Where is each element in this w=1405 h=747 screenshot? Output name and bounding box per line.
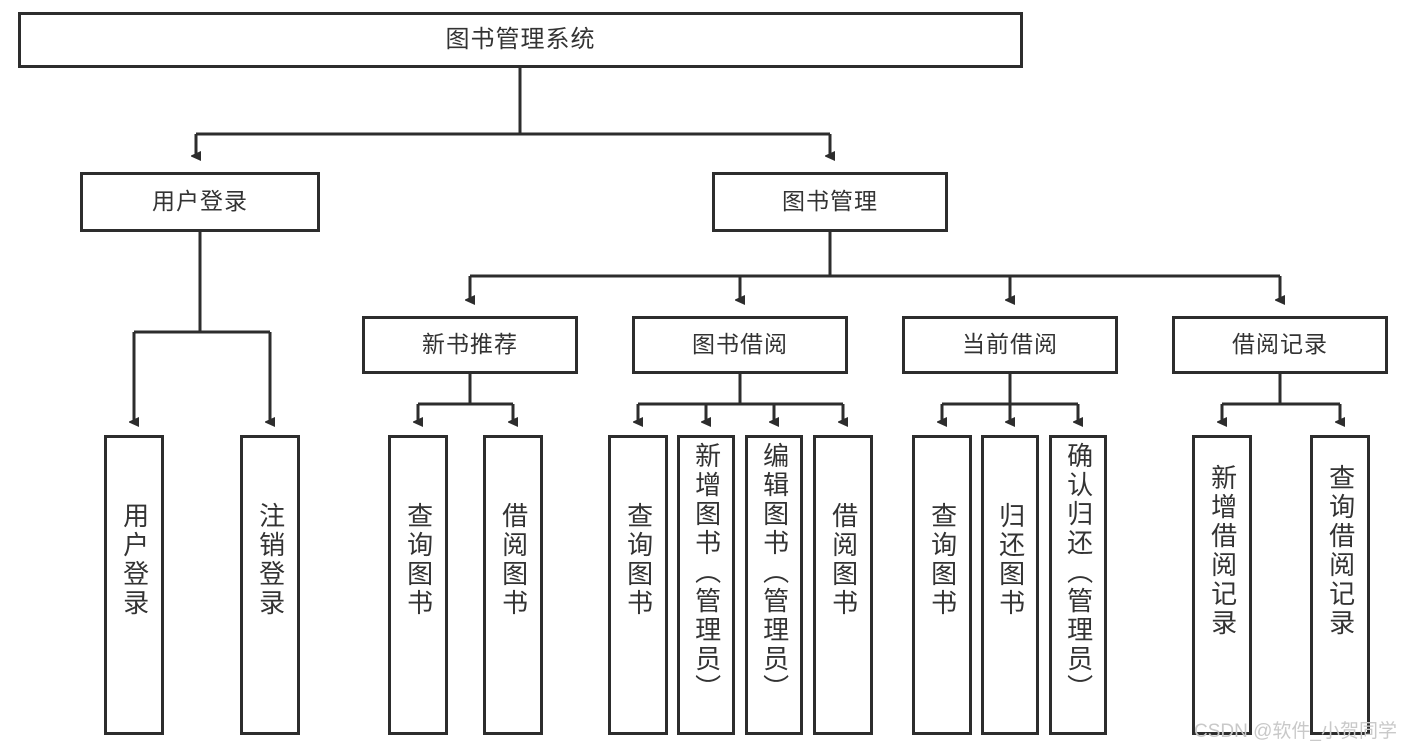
node-label: 查询图书 — [403, 502, 434, 618]
node-label: 编辑图书（管理员） — [759, 442, 790, 703]
leaf-logout[interactable]: 注销登录 — [240, 435, 300, 735]
node-new-book-recommendation[interactable]: 新书推荐 — [362, 316, 578, 374]
node-label: 借阅记录 — [1232, 331, 1328, 358]
leaf-add-book-admin[interactable]: 新增图书（管理员） — [677, 435, 735, 735]
leaf-user-login[interactable]: 用户登录 — [104, 435, 164, 735]
node-label: 查询图书 — [927, 502, 958, 618]
leaf-query-book-current[interactable]: 查询图书 — [912, 435, 972, 735]
node-label: 用户登录 — [152, 188, 248, 215]
node-label: 当前借阅 — [962, 331, 1058, 358]
leaf-edit-book-admin[interactable]: 编辑图书（管理员） — [745, 435, 803, 735]
node-label: 新书推荐 — [422, 331, 518, 358]
watermark-text: CSDN @软件_小贺同学 — [1194, 721, 1397, 742]
node-label: 新增借阅记录 — [1207, 464, 1238, 638]
node-root-book-management-system[interactable]: 图书管理系统 — [18, 12, 1023, 68]
node-label: 查询借阅记录 — [1325, 464, 1356, 638]
leaf-add-borrow-record[interactable]: 新增借阅记录 — [1192, 435, 1252, 735]
leaf-borrow-book-recommendation[interactable]: 借阅图书 — [483, 435, 543, 735]
leaf-return-book[interactable]: 归还图书 — [981, 435, 1039, 735]
node-label: 确认归还（管理员） — [1063, 442, 1094, 703]
node-label: 图书管理系统 — [445, 25, 596, 53]
node-user-login[interactable]: 用户登录 — [80, 172, 320, 232]
node-book-borrowing[interactable]: 图书借阅 — [632, 316, 848, 374]
leaf-query-book-recommendation[interactable]: 查询图书 — [388, 435, 448, 735]
leaf-query-borrow-record[interactable]: 查询借阅记录 — [1310, 435, 1370, 735]
node-label: 图书借阅 — [692, 331, 788, 358]
node-book-management[interactable]: 图书管理 — [712, 172, 948, 232]
node-label: 借阅图书 — [498, 502, 529, 618]
node-label: 新增图书（管理员） — [691, 442, 722, 703]
node-label: 查询图书 — [623, 502, 654, 618]
leaf-query-book-borrowing[interactable]: 查询图书 — [608, 435, 668, 735]
leaf-confirm-return-admin[interactable]: 确认归还（管理员） — [1049, 435, 1107, 735]
node-label: 注销登录 — [255, 502, 286, 618]
node-label: 用户登录 — [119, 502, 150, 618]
node-label: 图书管理 — [782, 188, 878, 215]
node-borrow-records[interactable]: 借阅记录 — [1172, 316, 1388, 374]
node-label: 归还图书 — [995, 502, 1026, 618]
node-current-borrowing[interactable]: 当前借阅 — [902, 316, 1118, 374]
leaf-borrow-book-borrowing[interactable]: 借阅图书 — [813, 435, 873, 735]
node-label: 借阅图书 — [828, 502, 859, 618]
